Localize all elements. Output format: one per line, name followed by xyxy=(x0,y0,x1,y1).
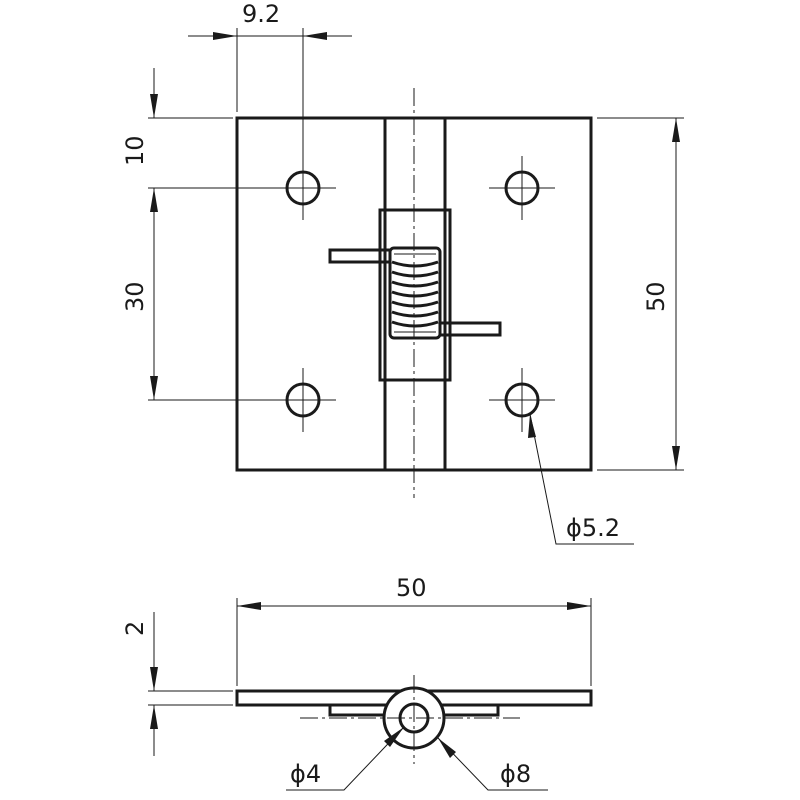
dimension-hole-diameter: ϕ5.2 xyxy=(528,413,634,545)
knuckle-bottom xyxy=(383,378,447,472)
right-leaf xyxy=(443,116,593,472)
knuckle-top xyxy=(383,116,447,212)
dimension-thickness-label: 2 xyxy=(121,621,149,636)
side-view xyxy=(235,675,593,764)
dimension-knuckle-diameter: ϕ8 xyxy=(437,737,548,791)
dimension-height: 50 xyxy=(597,117,684,471)
dimension-hole-pitch-label: 30 xyxy=(121,281,149,312)
dimension-width-label: 50 xyxy=(396,574,427,602)
left-leaf xyxy=(235,116,387,472)
dimension-left-vertical: 10 30 xyxy=(121,68,284,401)
dimension-height-label: 50 xyxy=(642,281,670,312)
dimension-width: 50 xyxy=(236,574,592,686)
dimension-hole-offset-label: 9.2 xyxy=(242,0,280,28)
dimension-hole-diameter-label: ϕ5.2 xyxy=(566,514,620,542)
dimension-pin-diameter-label: ϕ4 xyxy=(290,760,321,788)
dimension-edge-to-hole-label: 10 xyxy=(121,135,149,166)
mounting-hole-bottom-right xyxy=(489,368,555,432)
spring-housing xyxy=(378,208,452,382)
dimension-knuckle-diameter-label: ϕ8 xyxy=(500,760,531,788)
spring-coils xyxy=(388,246,442,340)
front-view xyxy=(235,88,593,498)
dimension-hole-offset: 9.2 xyxy=(188,0,352,168)
dimension-pin-diameter: ϕ4 xyxy=(286,726,405,791)
mounting-hole-top-right xyxy=(489,156,555,220)
mounting-hole-bottom-left xyxy=(270,368,336,432)
dimension-thickness: 2 xyxy=(121,612,233,756)
